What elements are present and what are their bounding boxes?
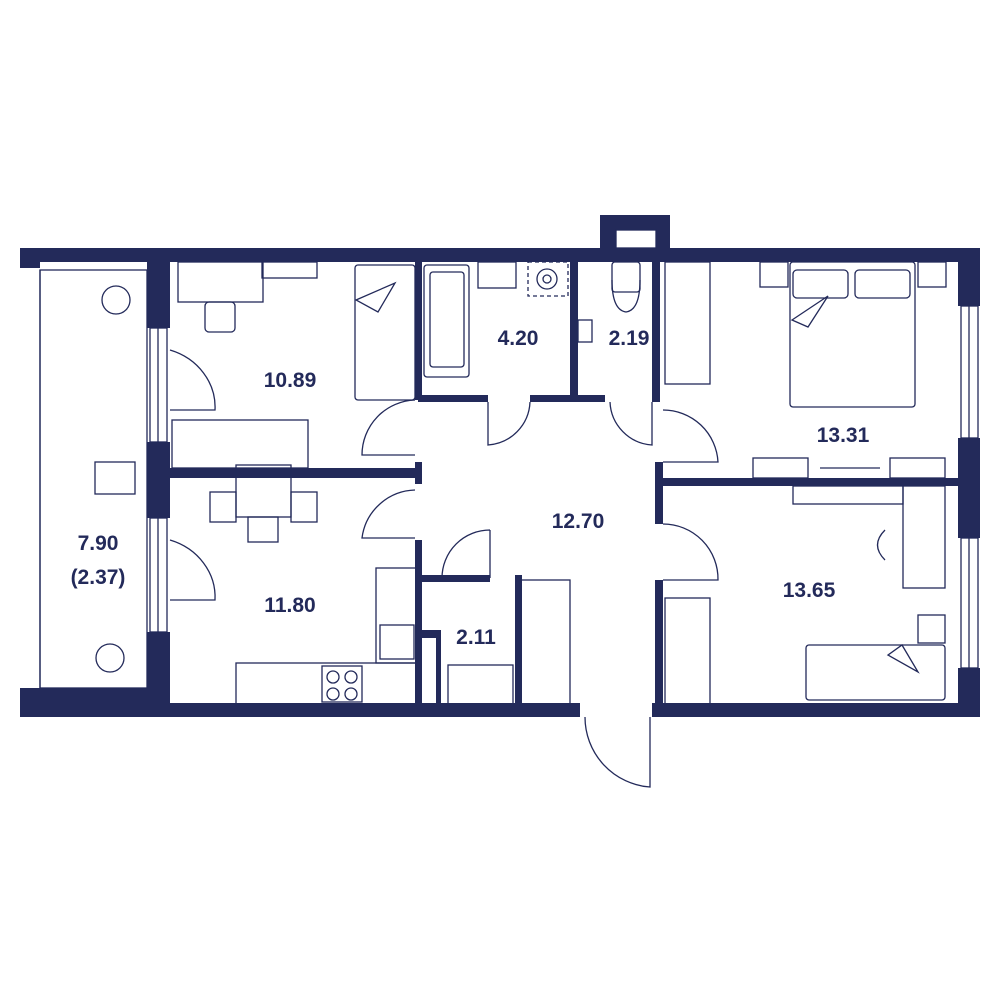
- kitchen-area-label: 11.80: [264, 594, 315, 617]
- windows: [39, 269, 979, 689]
- bedroom-child-area-label: 13.65: [783, 579, 836, 602]
- balcony-area-label: 7.90: [78, 532, 119, 555]
- doors: [169, 349, 719, 788]
- toilet-area-label: 2.19: [609, 327, 650, 350]
- bathroom-area-label: 4.20: [498, 327, 539, 350]
- bedroom-small-area-label: 10.89: [264, 369, 317, 392]
- area-labels: 7.90 (2.37) 10.89 4.20 2.19 13.31 12.70 …: [71, 327, 870, 649]
- walls: [20, 215, 980, 717]
- balcony-reduced-area-label: (2.37): [71, 566, 126, 589]
- storage-area-label: 2.11: [456, 626, 496, 649]
- hallway-area-label: 12.70: [552, 510, 605, 533]
- bedroom-master-area-label: 13.31: [817, 424, 870, 447]
- furniture: [94, 261, 947, 706]
